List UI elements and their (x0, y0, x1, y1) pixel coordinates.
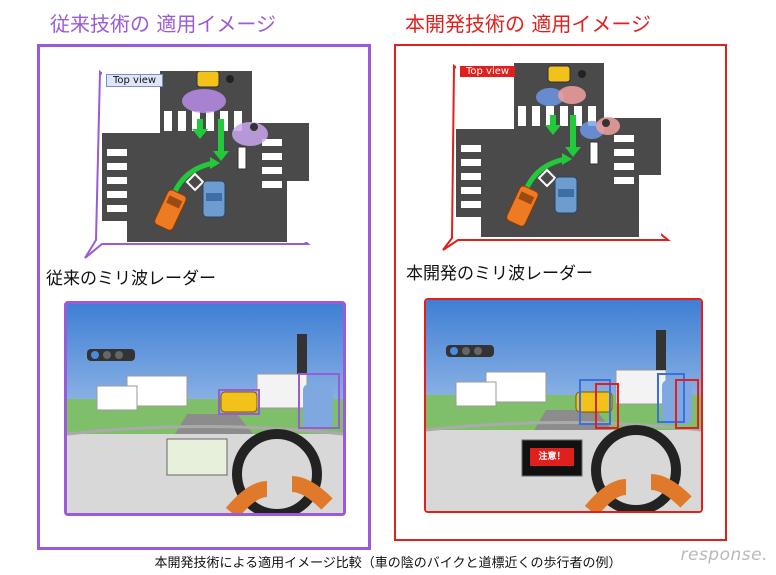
conventional-driver-view (64, 301, 346, 516)
developed-top-view: Top view (456, 63, 661, 237)
warning-display: 注意！ (538, 452, 566, 462)
top-view-tag: Top view (106, 74, 164, 87)
developed-radar-label: 本開発のミリ波レーダー (406, 264, 593, 284)
conventional-heading: 従来技術の 適用イメージ (50, 12, 276, 36)
watermark-logo: response. (680, 545, 768, 565)
developed-driver-view: 注意！ (424, 298, 703, 513)
conventional-radar-label: 従来のミリ波レーダー (46, 269, 216, 289)
top-view-tag: Top view (460, 66, 516, 77)
figure-caption: 本開発技術による適用イメージ比較（車の陰のバイクと道標近くの歩行者の例） (154, 556, 622, 571)
developed-heading: 本開発技術の 適用イメージ (405, 12, 651, 36)
developed-panel (394, 44, 727, 541)
conventional-panel (37, 44, 371, 550)
conventional-top-view: Top view (102, 71, 309, 242)
